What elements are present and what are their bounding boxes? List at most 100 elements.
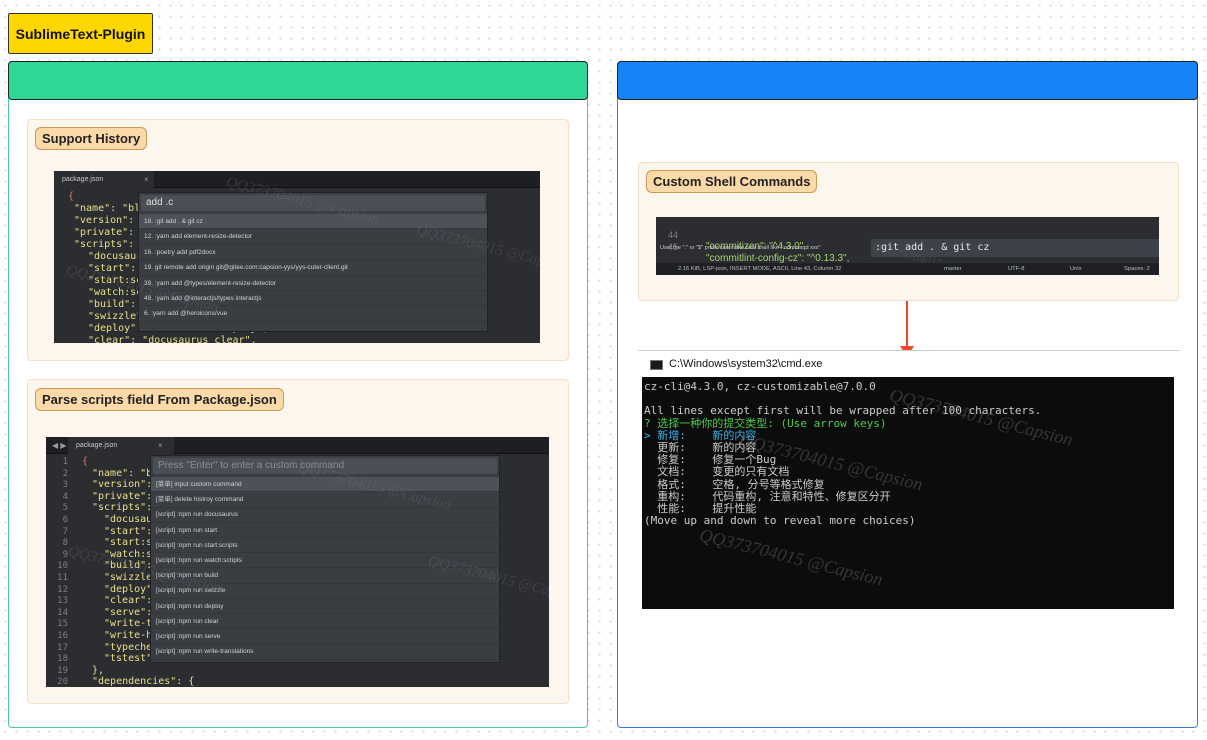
- palette-item[interactable]: 48. :yarn add @interactjs/types interact…: [139, 291, 487, 307]
- palette-item[interactable]: [script] :npm run swizzle: [151, 583, 499, 599]
- palette-input[interactable]: Press "Enter" to enter a custom command: [153, 458, 497, 474]
- code-line: 45 "commitlint-config-cz": "^0.13.3",: [656, 229, 1159, 264]
- editor-tab[interactable]: package.json: [54, 171, 154, 188]
- status-branch[interactable]: master: [944, 266, 962, 272]
- palette-item[interactable]: 12. :yarn add element-resize-detector: [139, 229, 487, 245]
- line-number: 9: [62, 549, 68, 560]
- line-number: 44: [667, 230, 678, 240]
- code-text: "scripts":: [74, 239, 141, 250]
- cmd-window-title: C:\Windows\system32\cmd.exe: [669, 358, 823, 370]
- palette-item[interactable]: [菜单] input custom command: [151, 477, 499, 493]
- cmd-output-line: 文档: 变更的只有文档: [644, 465, 790, 479]
- line-number: 4: [62, 491, 68, 502]
- cmd-output-line: ? 选择一种你的提交类型: (Use arrow keys): [644, 417, 886, 430]
- code-line: 9"watch:sc: [46, 549, 549, 561]
- code-text: "private":: [92, 490, 159, 502]
- cmd-output-line: 修复: 修复一个Bug: [644, 453, 777, 467]
- line-number: 2: [62, 468, 68, 479]
- shell-hint: Use! the ":" or "$" prefix can make new …: [660, 245, 821, 251]
- line-number: 11: [57, 573, 68, 583]
- editor-tab[interactable]: package.json: [68, 437, 174, 454]
- code-line: 3"version":: [46, 479, 549, 491]
- close-icon[interactable]: ×: [158, 441, 163, 450]
- cmd-output-text: > 新增: 新的内容: [644, 428, 757, 442]
- code-text: "build":: [88, 299, 143, 310]
- code-text: "start":: [104, 525, 159, 537]
- line-number: 6: [62, 515, 68, 525]
- left-column-header: [8, 61, 588, 100]
- close-icon[interactable]: ×: [144, 175, 149, 184]
- shell-screenshot: 44 "commitizen": "^4.3.0", 45 "commitlin…: [656, 217, 1159, 275]
- code-line: "clear": "docusaurus clear",: [54, 335, 540, 343]
- editor-tabbar: ◀ ▶ package.json ×: [46, 437, 549, 454]
- code-line: "build":: [54, 299, 540, 311]
- code-text: "clear":: [104, 595, 159, 607]
- palette-item[interactable]: 16. :poetry add pdf2docx: [139, 245, 487, 261]
- palette-item[interactable]: [script] :npm run serve: [151, 629, 499, 645]
- code-line: 15"write-tr: [46, 618, 549, 630]
- code-text: "watch:sc: [88, 287, 143, 298]
- palette-item[interactable]: [script] :npm run write-translations: [151, 644, 499, 660]
- line-number: 10: [57, 561, 68, 572]
- support-history-card: Support History package.json × {"name": …: [27, 119, 569, 361]
- palette-input[interactable]: add .c: [141, 195, 485, 211]
- watermark: QQ373704015 @Capsion: [887, 384, 1075, 450]
- line-number: 13: [57, 596, 68, 607]
- nav-arrows-icon[interactable]: ◀ ▶: [52, 441, 67, 450]
- palette-item[interactable]: 18. :git add . & git cz: [139, 214, 487, 230]
- palette-item[interactable]: [script] :npm run watch:scripts: [151, 553, 499, 569]
- code-text: "commitizen": "^4.3.0",: [706, 241, 807, 252]
- palette-item[interactable]: [script] :npm run deploy: [151, 599, 499, 614]
- palette-item[interactable]: [script] :npm run docusaurus: [151, 507, 499, 523]
- cmd-titlebar: C:\Windows\system32\cmd.exe: [638, 350, 1180, 377]
- parse-scripts-card: Parse scripts field From Package.json ◀ …: [27, 379, 569, 704]
- code-text: "scripts":: [92, 502, 159, 514]
- watermark: QQ373704015 @Capsion: [697, 524, 885, 590]
- code-line: "private":: [54, 227, 540, 239]
- cmd-output-line: (Move up and down to reveal more choices…: [644, 514, 916, 528]
- code-line: 17"typechec: [46, 642, 549, 654]
- palette-item[interactable]: [script] :npm run clear: [151, 614, 499, 630]
- code-line: "version":: [54, 215, 540, 227]
- page-title: SublimeText-Plugin: [8, 13, 153, 54]
- code-text: "clear": "docusaurus clear",: [88, 335, 257, 343]
- parse-scripts-label: Parse scripts field From Package.json: [35, 388, 284, 411]
- code-text: "build":: [104, 560, 159, 572]
- line-number: 16: [57, 631, 68, 641]
- palette-item[interactable]: [script] :npm run start: [151, 523, 499, 538]
- status-bar: 2.16 KiB, LSP-json, INSERT MODE, ASCII, …: [656, 263, 1159, 275]
- code-line: 7 "start":: [46, 526, 549, 538]
- code-line: {: [54, 191, 540, 203]
- palette-item[interactable]: [script] :npm run build: [151, 568, 499, 584]
- line-number: 7: [62, 526, 68, 537]
- status-indentation[interactable]: Spaces: 2: [1124, 266, 1150, 272]
- palette-item[interactable]: 39. :yarn add @types/element-resize-dete…: [139, 276, 487, 291]
- cmd-output-line: 更新: 新的内容: [644, 441, 757, 454]
- status-line-endings[interactable]: Unix: [1070, 266, 1082, 272]
- palette-item[interactable]: [菜单] delete histroy command: [151, 492, 499, 508]
- line-number: 12: [57, 584, 68, 595]
- code-line: 6"docusaur: [46, 514, 549, 526]
- code-text: "name": "bl: [74, 203, 141, 214]
- palette-item[interactable]: 6. :yarn add @heroicons/vue: [139, 306, 487, 322]
- palette-item[interactable]: 19. git remote add origin git@gitee.com:…: [139, 260, 487, 276]
- line-number: 1: [62, 457, 68, 467]
- code-line: 20"dependencies": {: [46, 676, 549, 687]
- code-text: {: [68, 191, 75, 202]
- palette-item[interactable]: [script] :npm run start:scripts: [151, 538, 499, 554]
- code-text: "start:sc: [104, 537, 159, 549]
- code-line: "docusaur: [54, 251, 540, 263]
- code-text: "start":: [88, 263, 143, 274]
- code-text: "deploy":: [104, 583, 165, 595]
- shell-prompt-input[interactable]: :git add . & git cz: [871, 239, 1159, 257]
- line-number: 20: [57, 677, 68, 687]
- line-number: 8: [62, 538, 68, 549]
- code-line: 16"write-he: [46, 630, 549, 642]
- cmd-output-line: 性能: 提升性能: [644, 502, 757, 515]
- flow-arrow-line: [906, 301, 908, 347]
- status-encoding[interactable]: UTF-8: [1008, 266, 1025, 272]
- cmd-window-icon: [650, 360, 663, 370]
- code-line: 2"name": "bl: [46, 468, 549, 480]
